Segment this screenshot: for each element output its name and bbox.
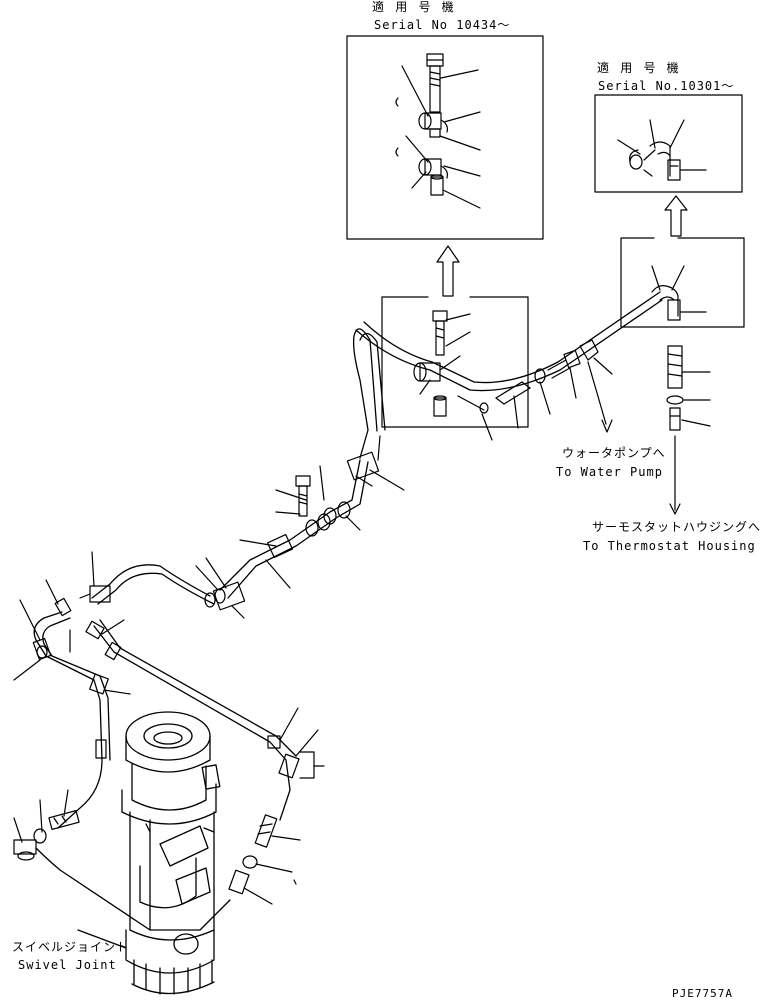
swivel-joint-en-label: Swivel Joint: [18, 958, 117, 972]
swivel-joint-body: [77, 711, 221, 995]
inset-a-serial-label: Serial No 10434〜: [374, 18, 511, 32]
left-hose-loop: [33, 611, 297, 931]
main-hose: [91, 291, 663, 605]
connector-train: [457, 339, 613, 441]
drawing-code: PJE7757A: [672, 987, 733, 1000]
swivel-joint-jp-label: スイベルジョイント: [12, 940, 130, 954]
detail-frame-right: [620, 237, 745, 328]
inset-b-serial-label: Serial No.10301〜: [598, 79, 735, 93]
up-arrow-b: [664, 195, 688, 237]
water-pump-en-label: To Water Pump: [556, 465, 663, 479]
water-pump-jp-label: ウォータポンプへ: [562, 446, 666, 460]
inset-a-frame: [346, 35, 544, 240]
left-fittings: [13, 551, 131, 861]
up-arrow-a: [436, 245, 460, 297]
inset-b-frame: [594, 94, 743, 193]
inset-a-bolt-assembly: [395, 53, 481, 209]
hose-clamps: [79, 451, 380, 619]
inset-b-elbow: [617, 119, 707, 181]
swivel-side-fittings: [228, 707, 325, 905]
thermostat-jp-label: サーモスタットハウジングへ: [592, 520, 762, 534]
thermostat-hose: [666, 345, 711, 515]
inset-a-jp-label: 適 用 号 機: [372, 0, 456, 14]
misc-leaders: [195, 435, 405, 591]
thermostat-en-label: To Thermostat Housing: [583, 539, 756, 553]
inset-b-jp-label: 適 用 号 機: [597, 61, 681, 75]
detail-frame-center: [381, 296, 529, 428]
